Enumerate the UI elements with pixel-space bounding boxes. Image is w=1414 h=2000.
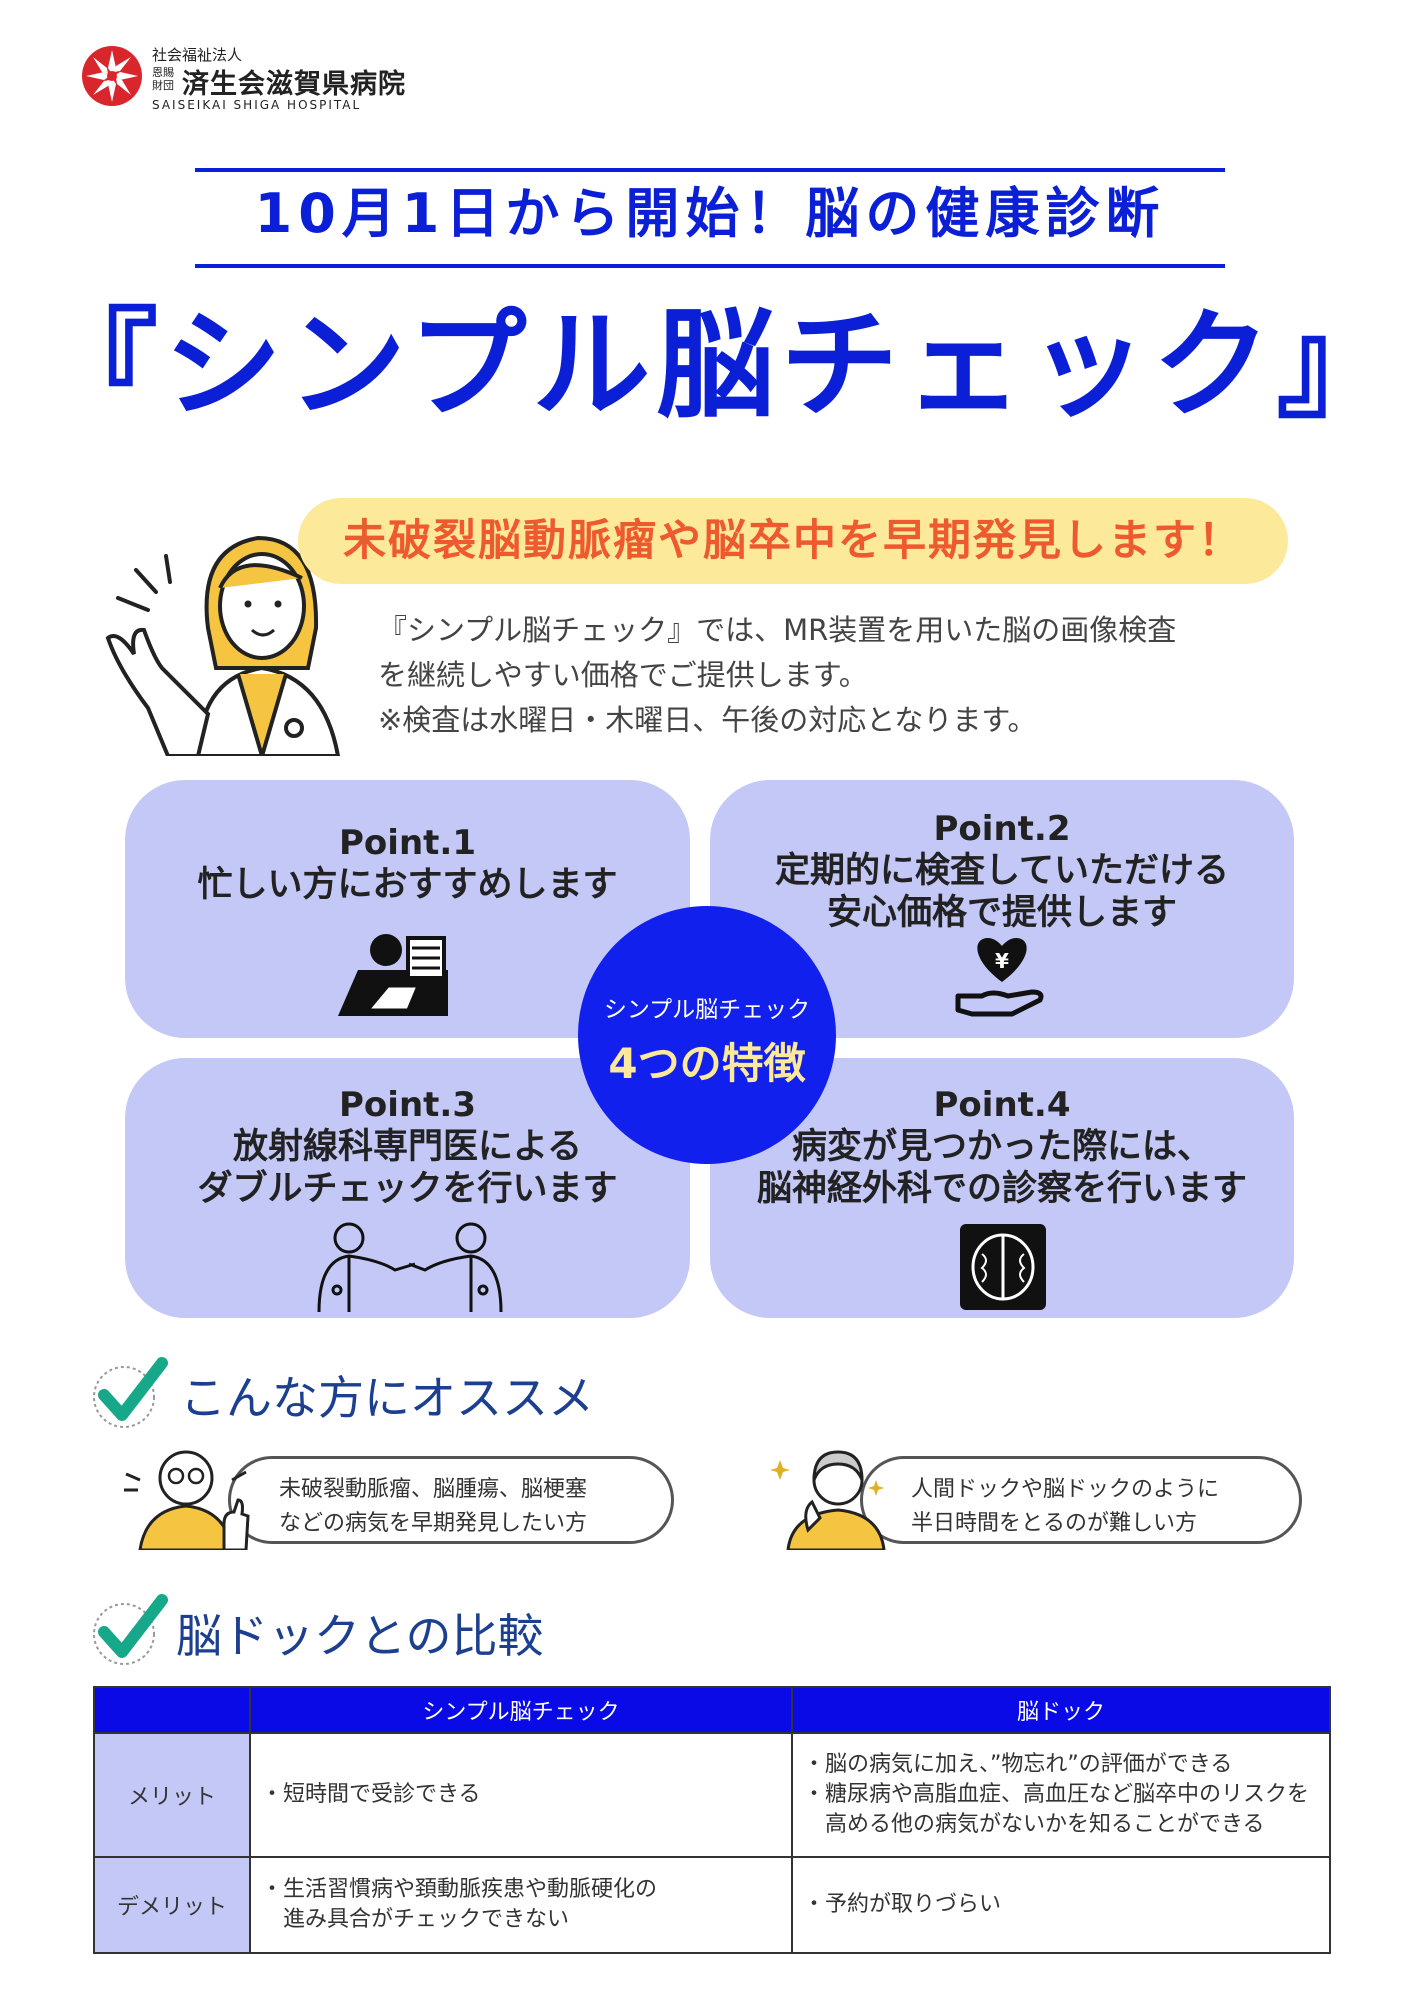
cell-line: ・脳の病気に加え、”物忘れ”の評価ができる bbox=[803, 1752, 1233, 1777]
table-row: メリット ・短時間で受診できる ・脳の病気に加え、”物忘れ”の評価ができる ・糖… bbox=[93, 1732, 1331, 1858]
point-desc: 脳神経外科での診察を行います bbox=[756, 1169, 1247, 1209]
point-desc: 定期的に検査していただける bbox=[775, 851, 1229, 891]
cell-line: 高める他の病気がないかを知ることができる bbox=[803, 1812, 1265, 1837]
page-title: 『シンプル脳チェック』 bbox=[40, 296, 1401, 434]
recommend-title: こんな方にオススメ bbox=[180, 1371, 594, 1425]
point-desc: 安心価格で提供します bbox=[826, 893, 1177, 933]
point-label: Point.4 bbox=[933, 1085, 1071, 1125]
brain-scan-icon bbox=[960, 1224, 1046, 1310]
recommend-bubble-2: 人間ドックや脳ドックのように 半日時間をとるのが難しい方 bbox=[860, 1456, 1302, 1544]
logo-foundation: 恩賜財団 bbox=[152, 66, 174, 92]
comparison-title: 脳ドックとの比較 bbox=[176, 1609, 544, 1663]
logo-hospital-name: 済生会滋賀県病院 bbox=[182, 69, 406, 100]
intro-line: ※検査は水曜日・木曜日、午後の対応となります。 bbox=[378, 703, 1037, 737]
hospital-emblem-icon bbox=[82, 46, 142, 106]
check-icon bbox=[93, 1357, 168, 1428]
cell-line: ・予約が取りづらい bbox=[803, 1892, 1002, 1917]
column-header-simple: シンプル脳チェック bbox=[249, 1686, 793, 1734]
table-header-row: シンプル脳チェック 脳ドック bbox=[93, 1686, 1331, 1734]
point-card-1: Point.1 忙しい方におすすめします bbox=[125, 780, 690, 1038]
subheadline-box: 10月1日から開始！脳の健康診断 bbox=[195, 168, 1225, 268]
point-label: Point.3 bbox=[339, 1085, 476, 1125]
point-desc: ダブルチェックを行います bbox=[197, 1169, 618, 1209]
merit-simple-cell: ・短時間で受診できる bbox=[249, 1732, 793, 1858]
busy-worker-icon bbox=[338, 934, 448, 1016]
features-center-badge: シンプル脳チェック 4つの特徴 bbox=[578, 906, 836, 1164]
intro-line: 『シンプル脳チェック』では、MR装置を用いた脳の画像検査 bbox=[378, 613, 1177, 647]
doctor-illustration bbox=[105, 535, 341, 756]
senior-man-illustration bbox=[124, 1450, 250, 1550]
center-label: シンプル脳チェック bbox=[603, 997, 811, 1023]
point-desc: 忙しい方におすすめします bbox=[197, 865, 618, 905]
comparison-table: シンプル脳チェック 脳ドック メリット ・短時間で受診できる ・脳の病気に加え、… bbox=[93, 1686, 1331, 1954]
demerit-simple-cell: ・生活習慣病や頚動脈疾患や動脈硬化の 進み具合がチェックできない bbox=[249, 1856, 793, 1954]
bubble-line: 未破裂動脈瘤、脳腫瘍、脳梗塞 bbox=[279, 1477, 588, 1502]
cell-line: 進み具合がチェックできない bbox=[261, 1907, 570, 1932]
point-label: Point.2 bbox=[933, 809, 1071, 849]
banner-text: 未破裂脳動脈瘤や脳卒中を早期発見します！ bbox=[343, 516, 1243, 566]
merit-dock-cell: ・脳の病気に加え、”物忘れ”の評価ができる ・糖尿病や高脂血症、高血圧など脳卒中… bbox=[791, 1732, 1331, 1858]
table-corner-cell bbox=[93, 1686, 251, 1734]
hospital-logo: 社会福祉法人 恩賜財団 済生会滋賀県病院 SAISEIKAI SHIGA HOS… bbox=[80, 42, 440, 122]
demerit-dock-cell: ・予約が取りづらい bbox=[791, 1856, 1331, 1954]
check-icon bbox=[93, 1594, 168, 1665]
column-header-dock: 脳ドック bbox=[791, 1686, 1331, 1734]
point-desc: 病変が見つかった際には、 bbox=[791, 1127, 1212, 1167]
highlight-banner: 未破裂脳動脈瘤や脳卒中を早期発見します！ bbox=[298, 498, 1288, 584]
row-label-demerit: デメリット bbox=[93, 1856, 251, 1954]
intro-text: 『シンプル脳チェック』では、MR装置を用いた脳の画像検査 を継続しやすい価格でご… bbox=[378, 608, 1318, 743]
bubble-line: 半日時間をとるのが難しい方 bbox=[911, 1511, 1198, 1536]
logo-corporation: 社会福祉法人 bbox=[152, 46, 243, 64]
cell-line: ・短時間で受診できる bbox=[261, 1782, 481, 1807]
heart-yen-hand-icon: ¥ bbox=[955, 938, 1044, 1017]
point-label: Point.1 bbox=[339, 823, 476, 863]
point-desc: 放射線科専門医による bbox=[233, 1127, 582, 1167]
recommend-bubble-1: 未破裂動脈瘤、脳腫瘍、脳梗塞 などの病気を早期発見したい方 bbox=[228, 1456, 674, 1544]
cell-line: ・生活習慣病や頚動脈疾患や動脈硬化の bbox=[261, 1877, 658, 1902]
subheadline: 10月1日から開始！脳の健康診断 bbox=[254, 182, 1166, 245]
bubble-line: などの病気を早期発見したい方 bbox=[279, 1511, 588, 1536]
senior-woman-illustration bbox=[770, 1450, 886, 1550]
svg-text:¥: ¥ bbox=[995, 949, 1009, 973]
table-row: デメリット ・生活習慣病や頚動脈疾患や動脈硬化の 進み具合がチェックできない ・… bbox=[93, 1856, 1331, 1954]
bubble-line: 人間ドックや脳ドックのように bbox=[911, 1477, 1220, 1502]
intro-line: を継続しやすい価格でご提供します。 bbox=[378, 658, 868, 692]
center-heading: 4つの特徴 bbox=[608, 1039, 806, 1088]
cell-line: ・糖尿病や高脂血症、高血圧など脳卒中のリスクを bbox=[803, 1782, 1310, 1807]
two-doctors-icon bbox=[317, 1222, 503, 1313]
row-label-merit: メリット bbox=[93, 1732, 251, 1858]
logo-english-name: SAISEIKAI SHIGA HOSPITAL bbox=[152, 98, 362, 112]
